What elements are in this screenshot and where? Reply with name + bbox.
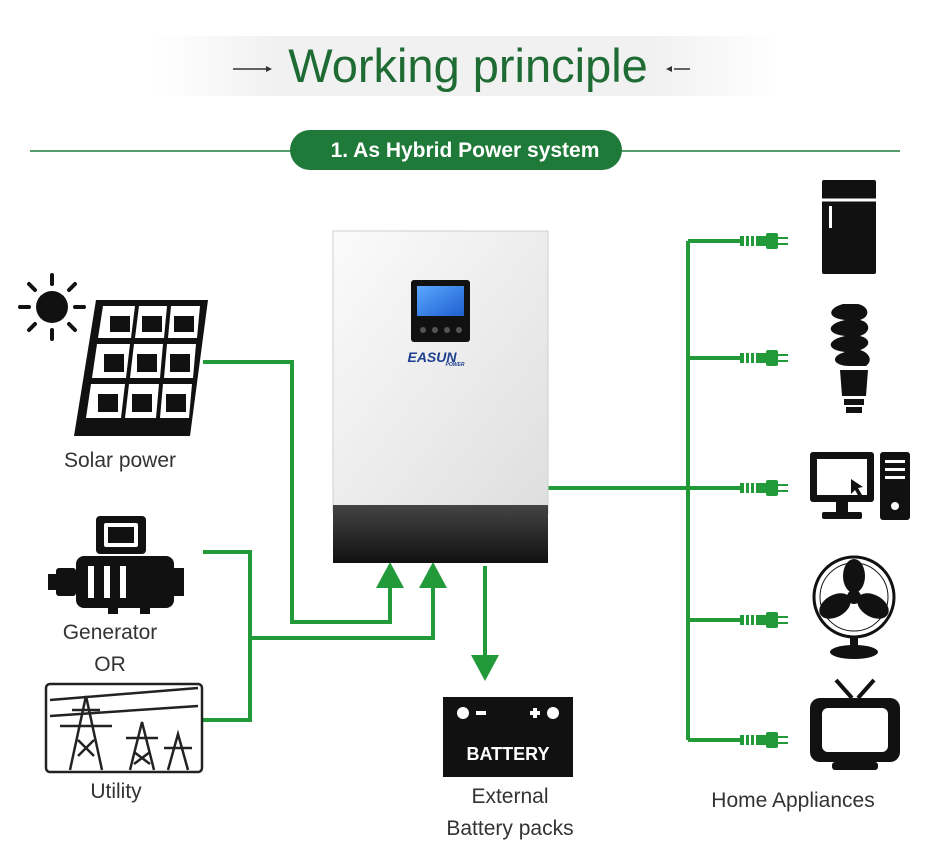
tv-icon (810, 678, 900, 770)
header-arrow-left (233, 66, 272, 72)
generator-icon (48, 516, 184, 614)
battery-icon-text: BATTERY (467, 744, 550, 764)
wire-ac-input (250, 585, 435, 640)
computer-icon (810, 452, 910, 520)
inverter-lcd (417, 286, 464, 316)
utility-label: Utility (90, 780, 142, 803)
generator-label: Generator (62, 621, 158, 644)
home-appliances-label: Home Appliances (711, 789, 875, 812)
wires (203, 239, 740, 742)
wire-generator-utility (203, 550, 252, 722)
inverter-buttons (420, 327, 462, 333)
arrow-down-battery (471, 655, 499, 681)
solar-power-label: Solar power (63, 449, 177, 472)
utility-pylon-icon (44, 682, 204, 774)
inverter-brand: EASUN (407, 349, 457, 365)
page-title: Working principle (288, 39, 648, 92)
plug-fridge (740, 233, 788, 249)
header-band (150, 36, 780, 96)
inverter-brand-sub: POWER (446, 362, 465, 368)
subtitle-text: 1. As Hybrid Power system (331, 139, 600, 162)
or-label: OR (94, 653, 126, 676)
plug-fan (740, 612, 788, 628)
battery-label-line2: Battery packs (446, 817, 574, 840)
arrow-up-solar (376, 562, 404, 588)
battery-label-line1: External (471, 785, 549, 808)
wire-solar (203, 360, 392, 624)
sun-icon (18, 273, 86, 341)
plug-tv (740, 732, 788, 748)
subtitle-pill (290, 130, 622, 170)
solar-panel-icon (74, 300, 208, 436)
inverter-base (333, 505, 548, 563)
plug-computer (740, 480, 788, 496)
fan-icon (812, 555, 896, 659)
inverter-unit: EASUN POWER (332, 230, 549, 563)
inverter-body (332, 230, 549, 514)
plug-bulb (740, 350, 788, 366)
header-arrow-right (666, 66, 690, 72)
arrow-up-ac (419, 562, 447, 588)
battery-icon: BATTERY (443, 697, 573, 777)
fridge-icon (822, 180, 876, 274)
lightbulb-icon (830, 304, 870, 413)
